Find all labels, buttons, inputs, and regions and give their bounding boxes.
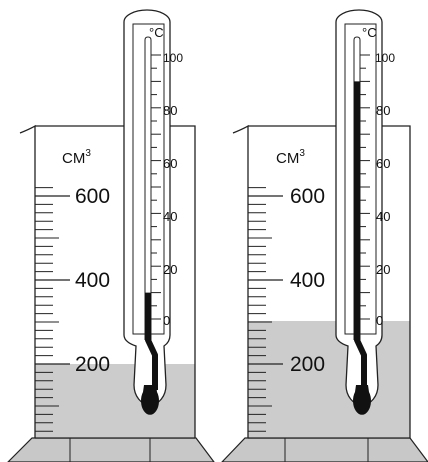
beaker-liquid xyxy=(35,364,195,438)
thermometer-scale-label: 0 xyxy=(163,313,170,328)
stand xyxy=(7,437,215,462)
thermometer-unit-label: °C xyxy=(362,25,377,40)
thermometer-graduations xyxy=(360,54,370,320)
thermometer-scale-label: 60 xyxy=(376,156,390,171)
thermometer-scale-label: 20 xyxy=(376,262,390,277)
thermometer-bulb xyxy=(141,385,160,415)
setup-right: CM3 600 400 200 °C 100 80 60 40 20 0 xyxy=(221,9,428,462)
thermometer-graduations xyxy=(151,54,161,320)
thermometer-scale-label: 80 xyxy=(163,103,177,118)
thermometer-scale-label: 40 xyxy=(163,209,177,224)
mercury-column xyxy=(354,81,367,390)
thermometer-scale-label: 100 xyxy=(375,51,395,65)
thermometer-capillary xyxy=(144,36,152,340)
beaker-graduations xyxy=(35,187,59,432)
beaker-scale-label: 200 xyxy=(75,353,110,376)
beaker-unit-label: CM3 xyxy=(276,148,305,167)
thermometer-scale-label: 0 xyxy=(376,313,383,328)
thermometer-scale-label: 60 xyxy=(163,156,177,171)
thermometer-capillary xyxy=(353,36,361,340)
thermometer-scale-label: 40 xyxy=(376,209,390,224)
mercury-column xyxy=(145,292,158,390)
beaker-scale-label: 600 xyxy=(290,185,325,208)
beaker-unit-label: CM3 xyxy=(62,148,91,167)
thermometer-bulb xyxy=(353,385,371,415)
beaker-scale-label: 400 xyxy=(290,269,325,292)
thermometer-scale-label: 100 xyxy=(163,51,183,65)
beaker-scale-label: 400 xyxy=(75,269,110,292)
thermometer-scale-label: 20 xyxy=(163,262,177,277)
beaker-liquid xyxy=(248,321,410,438)
beaker-graduations xyxy=(248,187,272,432)
thermometer-tube xyxy=(123,9,171,406)
beaker-scale-label: 600 xyxy=(75,185,110,208)
thermometer-unit-label: °C xyxy=(149,25,164,40)
thermometer-scale-label: 80 xyxy=(376,103,390,118)
beaker-scale-label: 200 xyxy=(290,353,325,376)
beaker-wall xyxy=(232,124,411,438)
stand xyxy=(221,437,428,462)
beaker-wall xyxy=(19,124,196,438)
setup-left: CM3 600 400 200 °C 100 80 60 40 20 0 xyxy=(7,9,215,462)
